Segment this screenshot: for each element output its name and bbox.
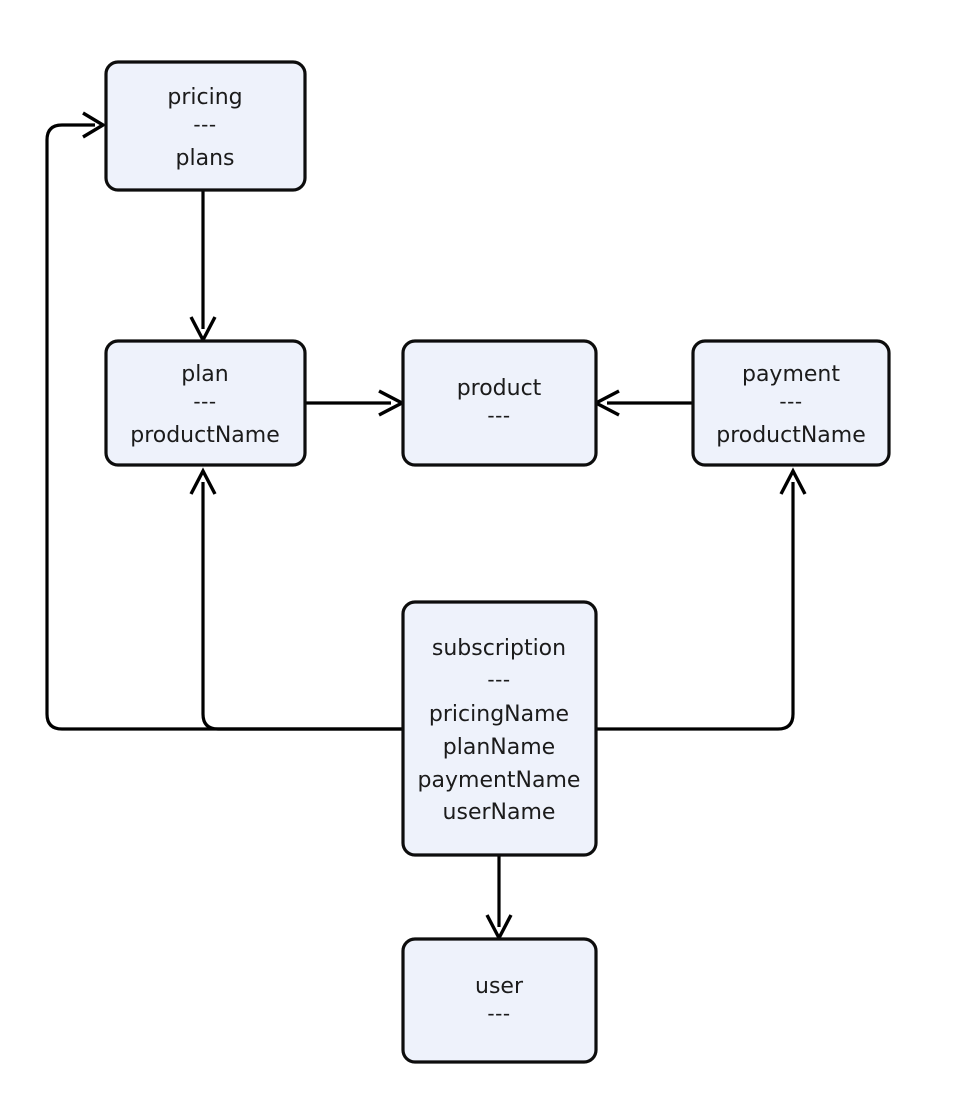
node-payment-box[interactable]: [691, 339, 891, 467]
node-payment[interactable]: payment --- productName: [691, 339, 891, 467]
node-subscription[interactable]: subscription --- pricingName planName pa…: [401, 600, 598, 857]
node-subscription-box[interactable]: [401, 600, 598, 857]
node-subscription-field-1: planName: [443, 735, 555, 760]
node-pricing-box[interactable]: [104, 60, 307, 192]
node-user-title: user: [475, 974, 524, 999]
node-plan-box[interactable]: [104, 339, 307, 467]
node-payment-field-0: productName: [716, 423, 866, 448]
edge-pricing-to-plan: [189, 191, 217, 344]
node-plan-separator: ---: [193, 390, 216, 414]
node-pricing-separator: ---: [193, 113, 216, 137]
node-user[interactable]: user ---: [401, 937, 598, 1064]
node-pricing[interactable]: pricing --- plans: [104, 60, 307, 192]
node-payment-separator: ---: [779, 390, 802, 414]
node-product-title: product: [457, 376, 542, 401]
node-pricing-title: pricing: [167, 85, 242, 110]
node-user-box[interactable]: [401, 937, 598, 1064]
edge-subscription-to-payment: [595, 467, 807, 731]
edge-subscription-to-user: [485, 855, 513, 942]
node-product-box[interactable]: [401, 339, 598, 467]
node-subscription-field-0: pricingName: [429, 702, 569, 727]
edge-payment-to-product: [592, 389, 693, 417]
edge-subscription-to-plan: [189, 467, 403, 731]
node-pricing-field-0: plans: [176, 146, 235, 171]
node-user-separator: ---: [487, 1002, 510, 1026]
edge-plan-to-product: [305, 389, 406, 417]
node-plan-title: plan: [181, 362, 229, 387]
node-subscription-field-2: paymentName: [418, 768, 581, 793]
node-product-separator: ---: [487, 404, 510, 428]
node-product[interactable]: product ---: [401, 339, 598, 467]
node-subscription-field-3: userName: [443, 800, 556, 825]
node-payment-title: payment: [742, 362, 840, 387]
node-subscription-separator: ---: [487, 668, 510, 692]
node-subscription-title: subscription: [432, 636, 566, 661]
edge-subscription-to-pricing: [45, 111, 403, 731]
node-plan[interactable]: plan --- productName: [104, 339, 307, 467]
node-plan-field-0: productName: [130, 423, 280, 448]
